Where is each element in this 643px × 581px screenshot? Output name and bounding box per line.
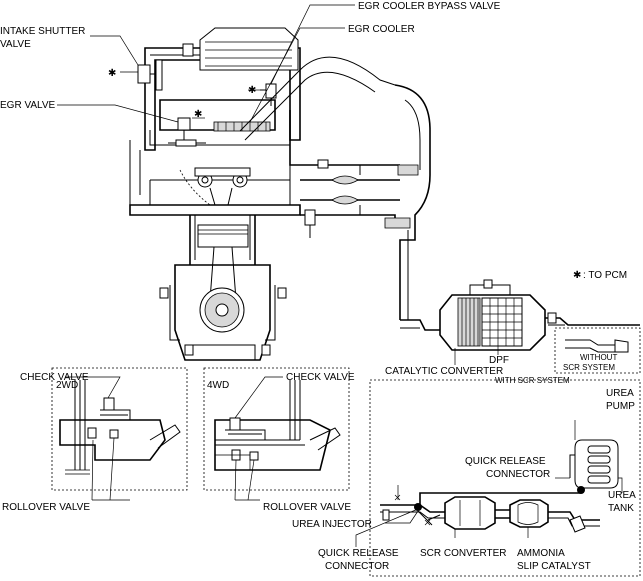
label-intake-shutter-valve-1: INTAKE SHUTTER (0, 26, 85, 37)
exhaust-piping (289, 84, 440, 331)
label-check-valve-4wd: CHECK VALVE (286, 372, 355, 383)
label-egr-valve: EGR VALVE (0, 100, 56, 111)
label-egr-cooler-bypass-valve: EGR COOLER BYPASS VALVE (358, 1, 501, 12)
label-scr-converter: SCR CONVERTER (420, 548, 507, 559)
engine-block (129, 167, 301, 361)
label-dpf: DPF (489, 355, 509, 366)
scr-system-box (369, 379, 641, 577)
pcm-asterisk-egr: ✱ (194, 109, 202, 120)
label-rollover-valve-4wd: ROLLOVER VALVE (263, 502, 351, 513)
label-without-scr-1: WITHOUT (580, 353, 617, 362)
label-urea-tank-2: TANK (608, 503, 634, 514)
label-check-valve-2wd: CHECK VALVE (20, 372, 89, 383)
label-ammonia-slip-catalyst-2: SLIP CATALYST (517, 561, 591, 572)
fuel-tank-2wd (51, 367, 188, 491)
without-scr-box (554, 327, 641, 374)
catalytic-converter-dpf (439, 279, 640, 351)
label-egr-cooler: EGR COOLER (348, 24, 415, 35)
label-quick-release-connector-right-2: CONNECTOR (486, 469, 550, 480)
pcm-asterisk-legend: ✱ (573, 270, 581, 281)
pcm-asterisk-intake: ✱ (108, 68, 116, 79)
label-with-scr-system: WITH SCR SYSTEM (495, 376, 570, 385)
label-quick-release-connector-right-1: QUICK RELEASE (465, 456, 546, 467)
label-urea-pump-2: PUMP (606, 401, 635, 412)
label-urea-tank-1: UREA (608, 490, 636, 501)
label-urea-injector: UREA INJECTOR (292, 519, 372, 530)
label-rollover-valve-2wd: ROLLOVER VALVE (2, 502, 90, 513)
tag-2wd: 2WD (56, 380, 78, 391)
label-catalytic-converter: CATALYTIC CONVERTER (385, 366, 503, 377)
fuel-tank-4wd (203, 367, 350, 491)
intake-manifold-piping (129, 27, 396, 206)
label-ammonia-slip-catalyst-1: AMMONIA (517, 548, 565, 559)
label-urea-pump-1: UREA (606, 388, 634, 399)
label-quick-release-connector-bottom-2: CONNECTOR (325, 561, 389, 572)
leader-lines (57, 4, 623, 547)
label-without-scr-2: SCR SYSTEM (563, 363, 615, 372)
label-quick-release-connector-bottom-1: QUICK RELEASE (318, 548, 399, 559)
label-to-pcm: : TO PCM (583, 270, 627, 281)
tag-4wd: 4WD (207, 380, 229, 391)
pcm-asterisk-bypass: ✱ (248, 85, 256, 96)
label-intake-shutter-valve-2: VALVE (0, 39, 31, 50)
